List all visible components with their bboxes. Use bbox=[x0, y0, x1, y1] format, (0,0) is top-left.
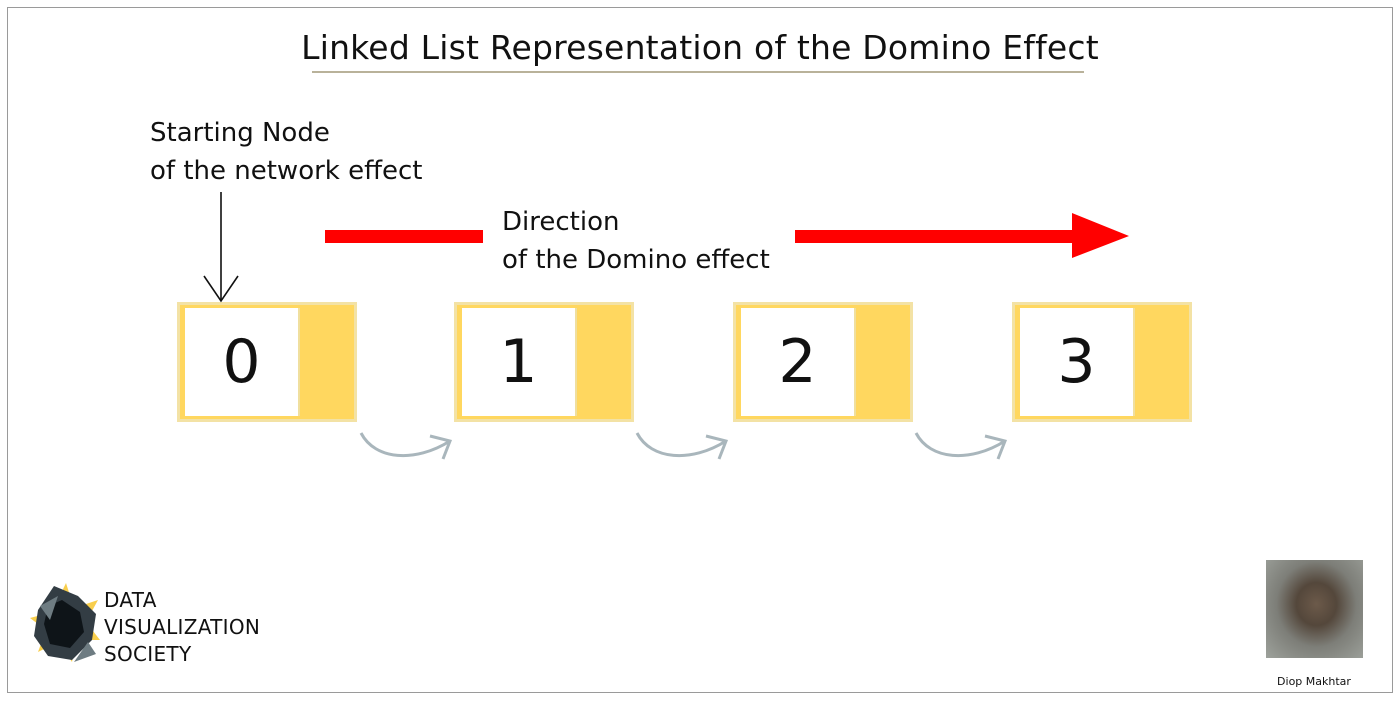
logo-line-3: SOCIETY bbox=[104, 642, 192, 666]
direction-label-line-1: Direction bbox=[502, 207, 620, 237]
start-pointer-arrow bbox=[203, 192, 239, 303]
node-value-3: 3 bbox=[1020, 308, 1135, 416]
starting-node-label-line-1: Starting Node bbox=[150, 118, 330, 148]
direction-label: Direction of the Domino effect bbox=[502, 203, 770, 279]
logo-line-1: DATA bbox=[104, 588, 157, 612]
node-value-2: 2 bbox=[741, 308, 856, 416]
starting-node-label-line-2: of the network effect bbox=[150, 156, 423, 186]
node-link-arrow-2-3 bbox=[914, 432, 1008, 460]
author-photo bbox=[1266, 560, 1363, 658]
logo-line-2: VISUALIZATION bbox=[104, 615, 261, 639]
node-link-arrow-0-1 bbox=[359, 432, 453, 460]
direction-label-line-2: of the Domino effect bbox=[502, 245, 770, 275]
node-value-0: 0 bbox=[185, 308, 300, 416]
starting-node-label: Starting Node of the network effect bbox=[150, 114, 423, 190]
direction-arrow bbox=[325, 213, 1129, 258]
node-value-1: 1 bbox=[462, 308, 577, 416]
linked-list-node-2: 2 bbox=[733, 302, 913, 422]
logo-text: DATA VISUALIZATION SOCIETY bbox=[104, 587, 260, 668]
linked-list-node-0: 0 bbox=[177, 302, 357, 422]
author-name: Diop Makhtar bbox=[1277, 675, 1351, 688]
linked-list-node-3: 3 bbox=[1012, 302, 1192, 422]
diagram-title: Linked List Representation of the Domino… bbox=[301, 28, 1099, 67]
star-burst-icon bbox=[30, 583, 100, 662]
linked-list-node-1: 1 bbox=[454, 302, 634, 422]
diagram-frame bbox=[7, 7, 1393, 693]
title-underline bbox=[312, 71, 1084, 73]
node-link-arrow-1-2 bbox=[635, 432, 729, 460]
